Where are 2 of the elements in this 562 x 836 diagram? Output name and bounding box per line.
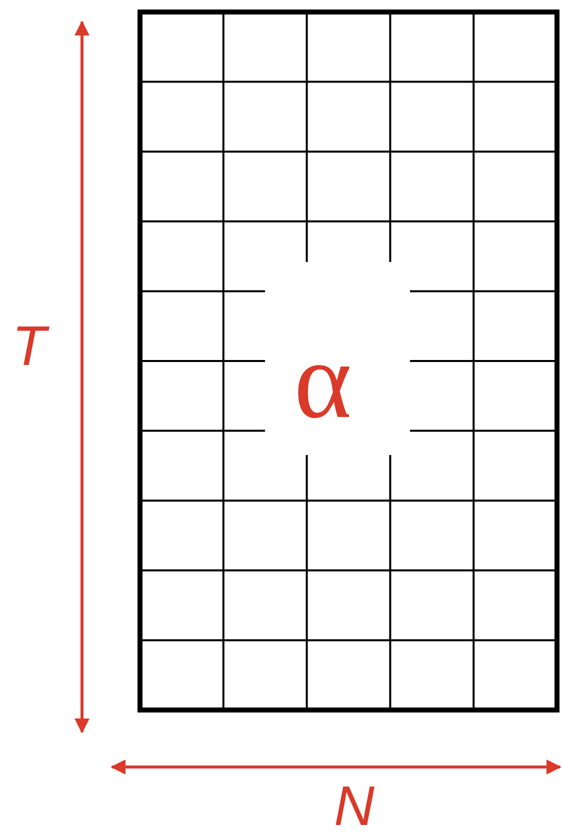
matrix-symbol: α [294, 325, 352, 435]
dimension-label: N [334, 778, 374, 834]
